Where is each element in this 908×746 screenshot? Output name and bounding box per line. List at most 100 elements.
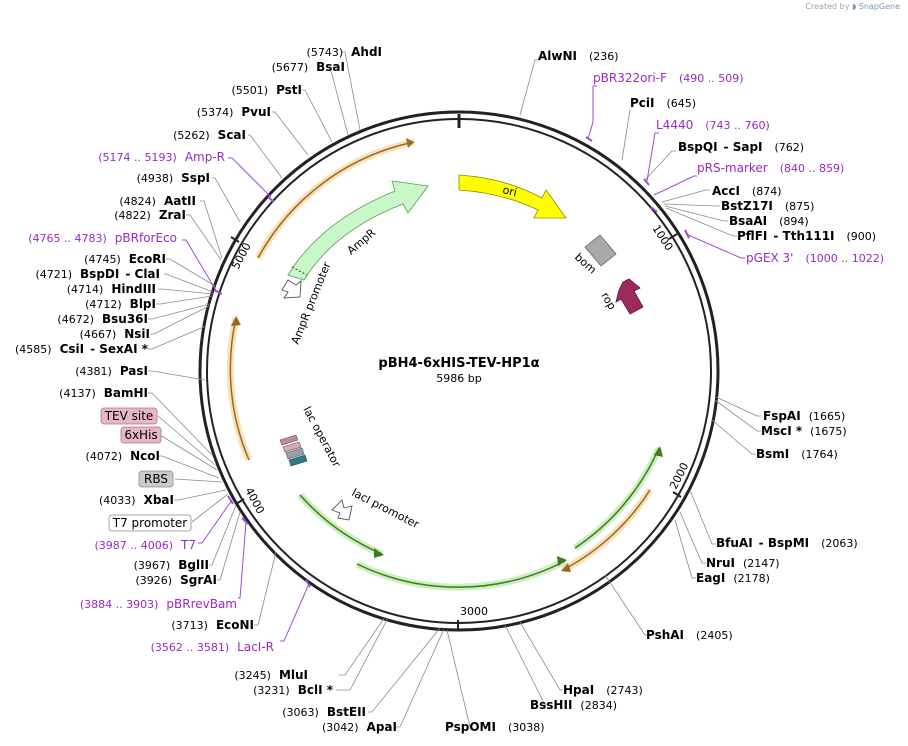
enzyme-label[interactable]: (5677)BsaI [272,60,345,74]
enzyme-label[interactable]: (4137)BamHI [59,386,148,400]
primer-leader-ampr [228,157,272,198]
leader-bsteii [368,627,441,713]
primer-label[interactable]: (3562 .. 3581)LacI-R [151,640,274,654]
enzyme-label[interactable]: (3967)BglII [134,558,209,572]
enzyme-label[interactable]: (4672)Bsu36I [57,312,148,326]
leader-pvui [272,111,309,156]
tick-1000 [668,233,678,240]
leader-bsshii [504,624,548,706]
leader-bsai [326,66,349,136]
enzyme-label[interactable]: (3713)EcoNI [171,618,254,632]
enzyme-label[interactable]: NruI(2147) [706,556,780,570]
orf-right-orange-arrowhead [561,563,571,572]
enzyme-label[interactable]: (4033)XbaI [99,493,174,507]
enzyme-label[interactable]: (4745)EcoRI [84,252,166,266]
enzyme-label[interactable]: (4381)PasI [75,364,148,378]
enzyme-label[interactable]: HpaI(2743) [563,683,643,697]
enzyme-label[interactable]: PspOMI(3038) [445,720,545,734]
enzyme-label[interactable]: (5743)AhdI [307,45,382,59]
rbs-label: RBS [144,472,168,486]
enzyme-label[interactable]: BssHII(2834) [530,698,617,712]
primer-label[interactable]: (4765 .. 4783)pBRforEco [28,231,177,245]
primer-mark-prs [650,206,658,213]
enzyme-label[interactable]: (4667)NsiI [80,327,150,341]
t7-promoter-box[interactable] [108,514,192,532]
enzyme-label[interactable]: PshAI(2405) [646,628,733,642]
enzyme-label[interactable]: PciI(645) [630,96,696,110]
enzyme-label[interactable]: (3231)BclI * [253,683,334,697]
leader-econi [254,551,277,626]
enzyme-label[interactable]: BfuAI- BspMI(2063) [716,536,858,550]
primer-label[interactable]: pBR322ori-F(490 .. 509) [593,71,744,85]
enzyme-label[interactable]: MscI *(1675) [761,424,847,438]
laci-promoter-label: lacI promoter [350,486,422,531]
tick-4000 [235,498,245,505]
leader-pcii [621,109,631,161]
rbs-box[interactable] [138,470,174,488]
enzyme-label[interactable]: FspAI(1665) [763,409,845,423]
leader-tev [157,415,216,466]
leader-nrui [679,511,706,564]
leader-bsaai [664,205,728,222]
rbs-glyph [285,447,305,460]
enzyme-label[interactable]: (5374)PvuI [197,105,271,119]
leader-sspi [212,177,241,223]
enzyme-label[interactable]: (3063)BstEII [282,705,366,719]
leader-mlui [339,616,386,676]
primer-leader-pbr322 [587,85,597,140]
enzyme-label[interactable]: BsmI(1764) [756,447,838,461]
tick-5000 [230,236,240,243]
leader-pasi [148,370,206,381]
enzyme-label[interactable]: (4714)HindIII [67,282,156,296]
enzyme-label[interactable]: PflFI- Tth111I(900) [737,229,876,243]
primer-label[interactable]: L4440(743 .. 760) [656,118,770,132]
snapgene-text: SnapGene [858,2,900,11]
primer-label[interactable]: pRS-marker(840 .. 859) [697,161,844,175]
tick-2000 [672,491,682,498]
tick-3000-label: 3000 [460,605,488,618]
primer-mark-t7 [227,495,234,505]
enzyme-label[interactable]: AlwNI(236) [538,49,619,63]
enzyme-label[interactable]: (4585)CsiI- SexAI * [15,342,149,356]
primer-mark-laci [305,579,311,588]
enzyme-label[interactable]: (3926)SgrAI [136,573,217,587]
leader-ahdi [342,51,361,131]
t7-glyph [288,454,308,467]
enzyme-label[interactable]: (4712)BlpI [85,297,156,311]
laci-orf-2-arrowhead [557,556,567,566]
primer-label[interactable]: (3987 .. 4006)T7 [94,538,196,552]
enzyme-label[interactable]: BspQI- SapI(762) [678,140,804,154]
leader-bstz [663,203,720,207]
ampr-dotted-mark [291,266,308,276]
leader-ncoi [158,455,220,479]
enzyme-label[interactable]: (4824)AatII [119,194,196,208]
enzyme-label[interactable]: BsaAI(894) [729,214,809,228]
primer-label[interactable]: pGEX 3'(1000 .. 1022) [746,251,884,265]
enzyme-label[interactable]: (5262)ScaI [173,128,246,142]
leader-bspdi [164,273,214,293]
enzyme-label[interactable]: (4721)BspDI- ClaI [35,267,160,281]
enzyme-label[interactable]: (5501)PstI [231,83,302,97]
enzyme-label[interactable]: EagI(2178) [696,571,770,585]
primer-label[interactable]: (3884 .. 3903)pBRrevBam [80,597,237,611]
tev-site-box[interactable] [100,407,158,425]
primer-label[interactable]: (5174 .. 5193)Amp-R [98,150,225,164]
enzyme-label[interactable]: (4938)SspI [137,171,210,185]
primer-mark-ampr [267,196,275,203]
leader-bglii [209,504,237,566]
plasmid-name: pBH4-6xHIS-TEV-HP1α [378,356,539,371]
leader-fspai [715,396,761,417]
primer-leader-t7 [198,499,233,544]
primer-leader-pgex [685,233,745,259]
orf-right-green-arrowhead [654,446,663,457]
enzyme-label[interactable]: (3042)ApaI [322,720,397,734]
enzyme-label[interactable]: (4822)ZraI [114,208,186,222]
lac-operator-glyphs [279,434,308,467]
enzyme-label[interactable]: (3245)MluI [234,668,308,682]
leader-pflfi [665,207,737,237]
6xhis-box[interactable] [120,426,162,444]
enzyme-label[interactable]: AccI(874) [712,184,782,198]
enzyme-label[interactable]: BstZ17I(875) [721,199,814,213]
enzyme-label[interactable]: (4072)NcoI [86,449,160,463]
bom-box [584,234,617,267]
